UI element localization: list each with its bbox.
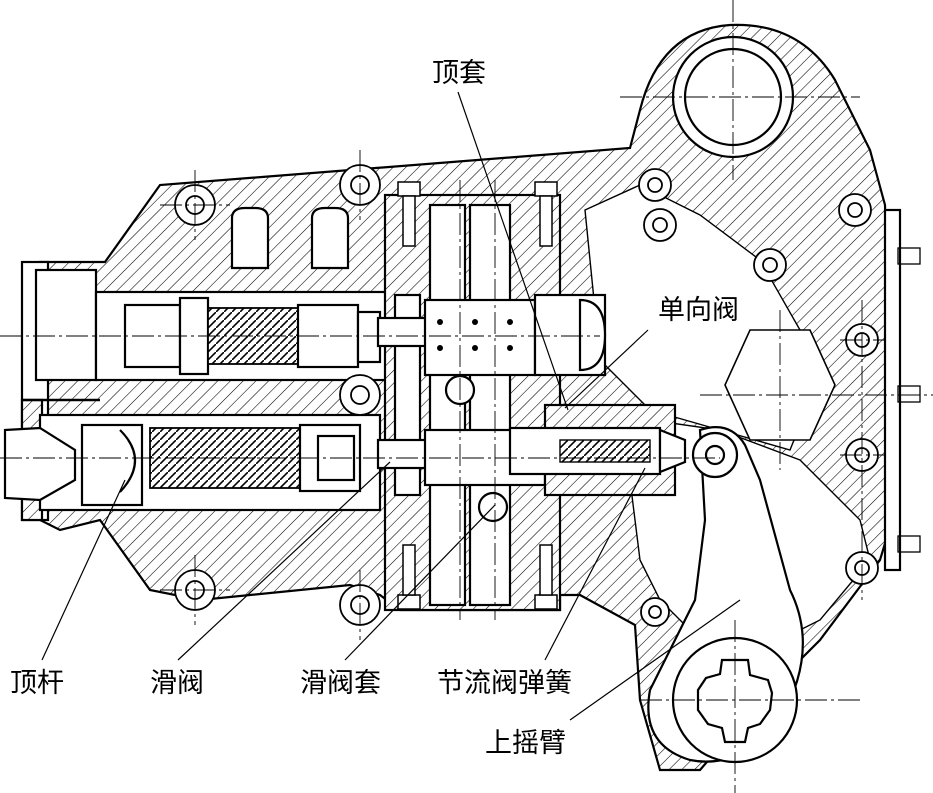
label-slide-valve-sleeve: 滑阀套	[300, 668, 381, 699]
label-throttle-valve-spring: 节流阀弹簧	[437, 668, 572, 699]
right-flange	[883, 208, 921, 572]
label-top-sleeve: 顶套	[432, 58, 486, 89]
lower-bore	[3, 413, 382, 512]
label-upper-rocker-arm: 上摇臂	[485, 728, 566, 759]
central-valve-block	[376, 193, 607, 612]
label-push-rod: 顶杆	[10, 668, 64, 699]
label-slide-valve: 滑阀	[150, 668, 204, 699]
label-check-valve: 单向阀	[658, 295, 739, 326]
leader-lines	[41, 91, 741, 721]
check-valve-assembly	[508, 403, 687, 497]
